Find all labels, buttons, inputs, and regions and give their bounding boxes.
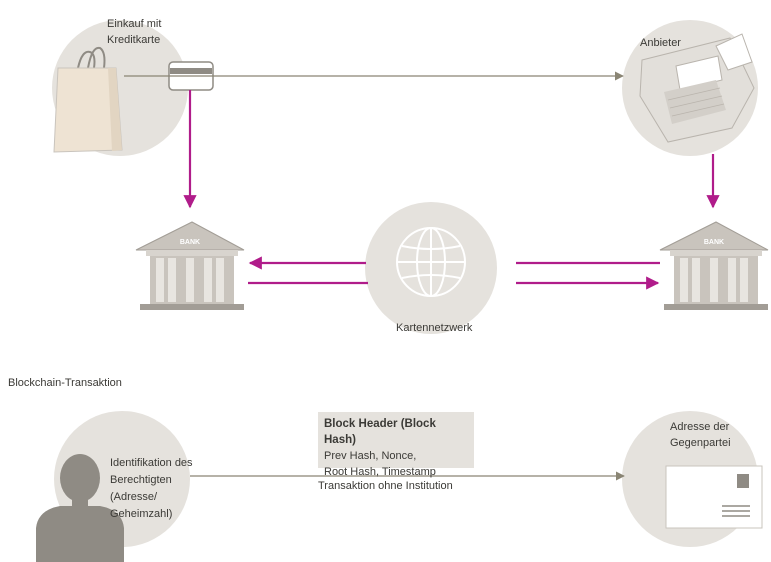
identity-line: Berechtigten [110, 474, 172, 486]
envelope-icon [665, 465, 763, 529]
transaction-label: Transaktion ohne Institution [318, 480, 453, 492]
left-bank-icon [135, 221, 245, 310]
globe-icon [396, 227, 466, 297]
purchase-label-line2: Kreditkarte [107, 34, 161, 46]
block-header-title: Block Header (Block Hash) [324, 418, 436, 446]
block-header-line2: Prev Hash, Nonce, [324, 450, 417, 462]
network-label: Kartennetzwerk [396, 322, 473, 334]
identity-line: Identifikation des [110, 457, 193, 469]
purchase-label-line1: Einkauf mit [107, 18, 162, 30]
person-silhouette-icon [36, 454, 124, 562]
card-terminal-icon [639, 33, 755, 143]
identity-label: Identifikation des Berechtigten (Adresse… [110, 455, 193, 523]
left-bank-sign: BANK [180, 239, 200, 246]
right-bank-sign: BANK [704, 239, 724, 246]
shopping-bag-icon [53, 46, 123, 153]
right-bank-icon [659, 221, 769, 310]
block-header-line3: Root Hash, Timestamp [324, 466, 436, 478]
identity-line: (Adresse/ [110, 491, 158, 503]
blockchain-section-title: Blockchain-Transaktion [8, 377, 122, 389]
counterparty-label-line2: Gegenpartei [670, 437, 731, 449]
counterparty-label-line1: Adresse der [670, 421, 730, 433]
identity-line: Geheimzahl) [110, 508, 173, 520]
block-header-box: Block Header (Block Hash) Prev Hash, Non… [318, 412, 474, 478]
vendor-label: Anbieter [640, 37, 681, 49]
